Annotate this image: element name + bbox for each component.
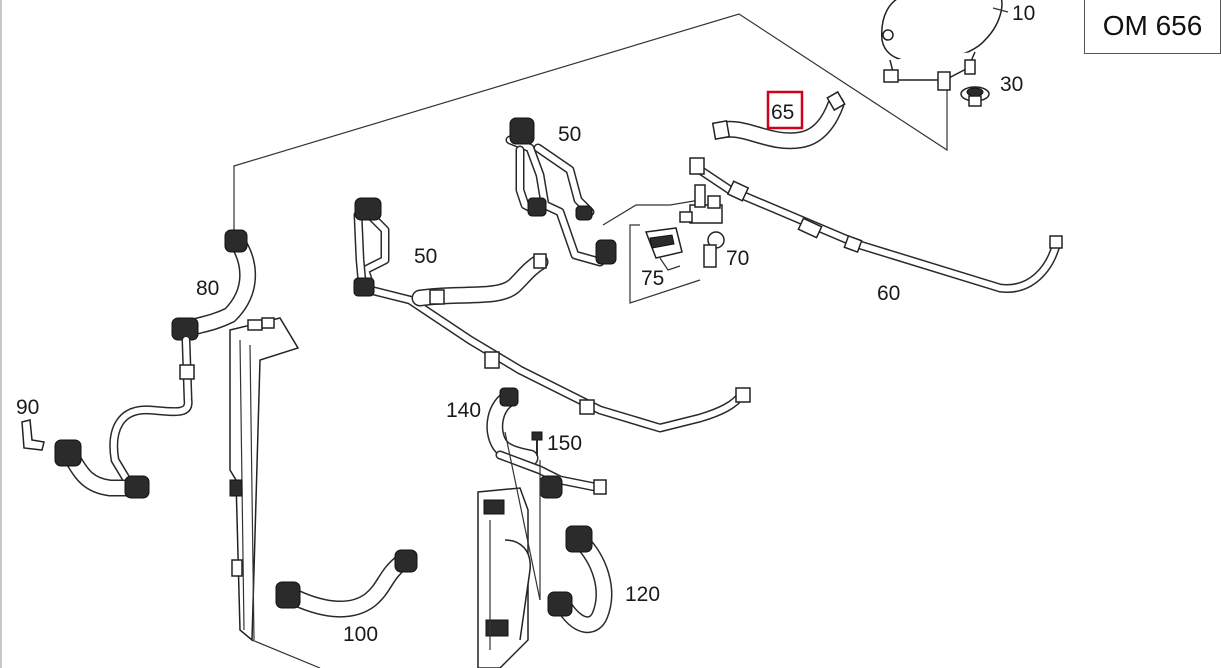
highlight-box-65 [766, 90, 804, 130]
radiator-unit [229, 317, 321, 668]
callout-150: 150 [547, 432, 582, 455]
callout-50-upper: 50 [558, 123, 581, 146]
pipe-part-60 [689, 157, 1063, 293]
hose-part-120 [547, 525, 613, 634]
pipe-part-50-upper [505, 117, 617, 267]
engine-model-label: OM 656 [1084, 0, 1221, 54]
callout-50-middle: 50 [414, 245, 437, 268]
callout-90: 90 [16, 396, 39, 419]
leader-line [504, 431, 541, 601]
valve-part-70 [679, 184, 725, 268]
callout-120: 120 [625, 583, 660, 606]
intercooler-unit [477, 487, 531, 668]
expansion-tank-part-10 [881, 0, 1009, 91]
hose-part-90-assembly [21, 335, 195, 499]
callout-100: 100 [343, 623, 378, 646]
callout-30: 30 [1000, 73, 1023, 96]
callout-80: 80 [196, 277, 219, 300]
hose-part-65 [711, 90, 846, 150]
clip-part-75 [644, 227, 683, 271]
group-bracket-line [233, 13, 948, 233]
callout-65: 65 [771, 101, 794, 124]
grommet-part-30 [960, 86, 990, 107]
callout-60: 60 [877, 282, 900, 305]
hose-part-140 [486, 387, 607, 499]
hose-part-100 [275, 549, 418, 618]
pipe-part-50-middle [353, 197, 751, 433]
callout-70: 70 [726, 247, 749, 270]
group-bracket-line-75b [629, 224, 701, 304]
hose-part-80 [171, 229, 257, 341]
callout-75: 75 [641, 267, 664, 290]
callout-10: 10 [1012, 2, 1035, 25]
group-bracket-line-75 [602, 199, 701, 226]
callout-140: 140 [446, 399, 481, 422]
bolt-part-150 [531, 431, 543, 456]
